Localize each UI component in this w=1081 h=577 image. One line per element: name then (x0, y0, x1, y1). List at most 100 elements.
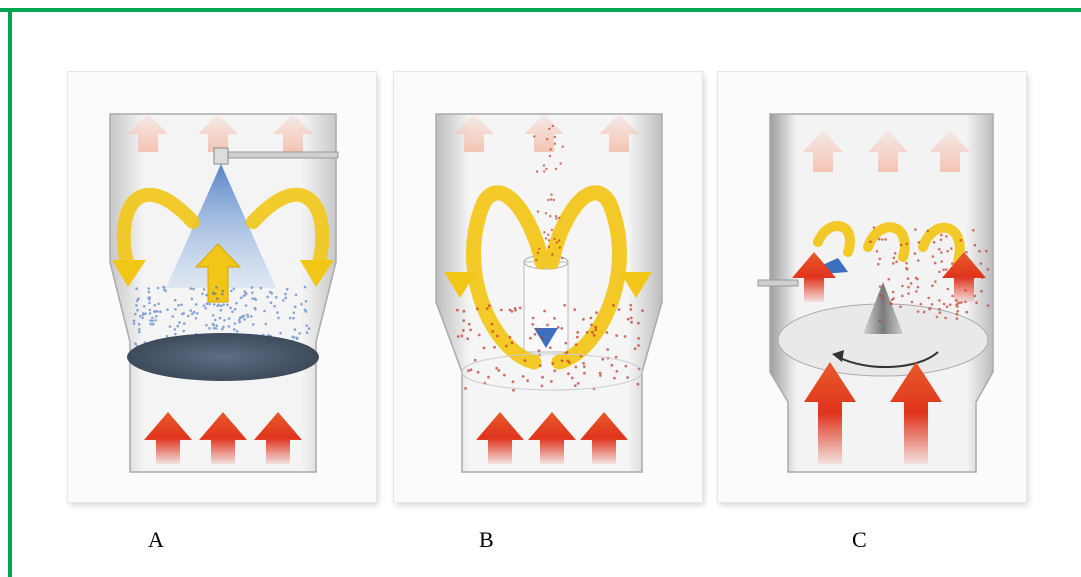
particle (493, 346, 496, 349)
panel-c-illustration (718, 72, 1026, 502)
particle (975, 301, 978, 304)
particle (463, 310, 466, 313)
particle (881, 238, 884, 241)
particle (154, 319, 157, 322)
particle (905, 262, 908, 265)
particle (296, 338, 299, 341)
particle (491, 330, 494, 333)
particle (940, 239, 943, 242)
particle (240, 297, 243, 300)
particle (616, 370, 619, 373)
particle (960, 239, 963, 242)
particle (196, 312, 199, 315)
particle (294, 306, 297, 309)
particle (554, 136, 556, 138)
particle (223, 319, 226, 322)
particle (551, 253, 553, 255)
particle (286, 288, 289, 291)
particle (561, 359, 564, 362)
particle (917, 310, 920, 313)
particle (978, 250, 981, 253)
particle (956, 305, 959, 308)
particle (558, 217, 560, 219)
particle (593, 334, 596, 337)
particle (946, 306, 949, 309)
particle (878, 238, 881, 241)
particle (626, 376, 629, 379)
particle (149, 323, 152, 326)
particle (562, 146, 564, 148)
particle (915, 290, 918, 293)
particle (901, 295, 904, 298)
particle (177, 304, 180, 307)
particle (221, 328, 224, 331)
panel-a-illustration (68, 72, 376, 502)
particle (487, 376, 490, 379)
particle (917, 259, 920, 262)
particle (464, 387, 467, 390)
particle (222, 290, 225, 293)
particle (265, 323, 268, 326)
particle (590, 323, 593, 326)
particle (541, 385, 544, 388)
particle (575, 343, 578, 346)
particle (304, 309, 307, 312)
particle (176, 325, 179, 328)
particle (940, 234, 943, 237)
particle (498, 369, 501, 372)
particle (138, 331, 141, 334)
particle (630, 308, 633, 311)
particle (942, 269, 945, 272)
particle (560, 327, 563, 330)
particle (468, 323, 471, 326)
particle (974, 244, 977, 247)
particle (637, 344, 640, 347)
particle (561, 257, 563, 259)
particle (559, 162, 561, 164)
particle (163, 286, 166, 289)
particle (222, 326, 225, 329)
particle (247, 315, 250, 318)
particle (574, 384, 577, 387)
particle (193, 311, 196, 314)
particle (554, 143, 556, 145)
particle (987, 304, 990, 307)
particle (226, 304, 229, 307)
particle (203, 304, 206, 307)
particle (233, 328, 236, 331)
particle (951, 262, 954, 265)
particle (467, 369, 470, 372)
particle (917, 286, 920, 289)
particle (462, 329, 465, 332)
particle (914, 252, 917, 255)
particle (203, 288, 206, 291)
particle (469, 329, 472, 332)
particle (159, 310, 162, 313)
particle (629, 304, 632, 307)
particle (166, 335, 169, 338)
particle (624, 335, 627, 338)
particle (533, 135, 535, 137)
particle (509, 336, 512, 339)
particle (601, 358, 604, 361)
particle (174, 299, 177, 302)
particle (564, 342, 567, 345)
particle (894, 252, 897, 255)
particle (204, 307, 207, 310)
particle (548, 239, 550, 241)
particle (461, 335, 464, 338)
particle (243, 315, 246, 318)
particle (547, 199, 549, 201)
particle (147, 297, 150, 300)
particle (553, 199, 555, 201)
particle (519, 307, 522, 310)
particle (591, 331, 594, 334)
particle (139, 315, 142, 318)
particle (637, 337, 640, 340)
particle (965, 251, 968, 254)
particle (552, 125, 554, 127)
particle (945, 268, 948, 271)
particle (230, 290, 233, 293)
particle (305, 324, 308, 327)
particle (151, 317, 154, 320)
